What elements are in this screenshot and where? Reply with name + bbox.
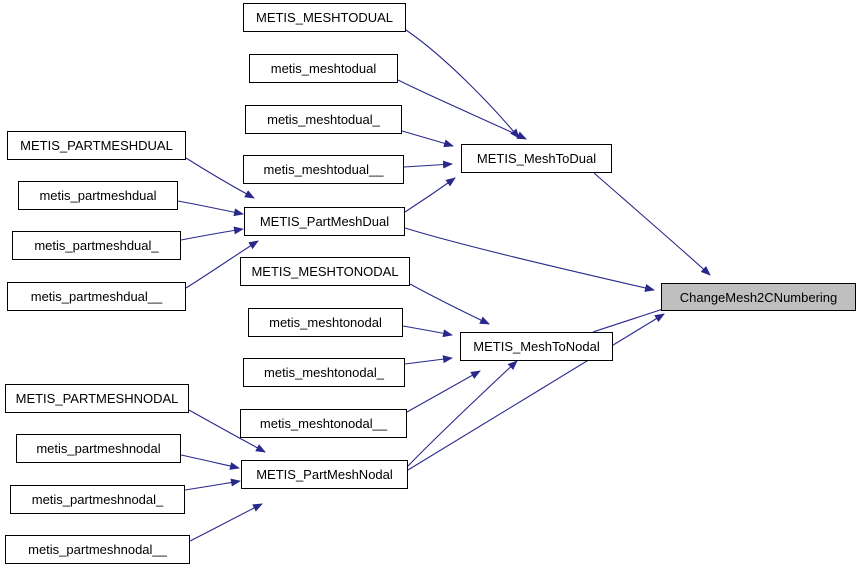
graph-node-label: metis_partmeshnodal_	[31, 492, 164, 507]
graph-node-label: metis_partmeshnodal__	[28, 542, 167, 557]
call-edge	[180, 226, 244, 241]
graph-node-metis_partmeshnodal_upper[interactable]: METIS_PARTMESHNODAL	[5, 384, 189, 413]
call-edge	[184, 478, 241, 491]
graph-node-metis_meshtodual_u[interactable]: metis_meshtodual_	[245, 105, 402, 134]
graph-node-metis_meshtodual_upper[interactable]: METIS_MESHTODUAL	[243, 3, 406, 32]
graph-node-label: metis_meshtodual__	[263, 162, 384, 177]
graph-node-label: metis_partmeshdual__	[30, 289, 163, 304]
graph-node-metis_partmeshdual_u[interactable]: metis_partmeshdual_	[12, 231, 181, 260]
graph-node-metis_meshtonodal[interactable]: metis_meshtonodal	[248, 308, 403, 337]
graph-node-label: metis_meshtodual_	[267, 112, 380, 127]
graph-node-metis_meshtodual_uu[interactable]: metis_meshtodual__	[243, 155, 404, 184]
graph-node-label: METIS_MESHTONODAL	[251, 264, 399, 279]
graph-node-label: METIS_PartMeshNodal	[256, 467, 393, 482]
graph-node-label: metis_meshtonodal__	[259, 416, 388, 431]
graph-node-label: ChangeMesh2CNumbering	[679, 289, 838, 305]
graph-node-label: METIS_PARTMESHDUAL	[20, 138, 173, 153]
graph-node-metis_partmeshdual[interactable]: metis_partmeshdual	[18, 181, 178, 210]
graph-node-metis_partmeshdual_uu[interactable]: metis_partmeshdual__	[7, 282, 186, 311]
call-edge	[180, 454, 240, 470]
call-edge	[401, 130, 454, 148]
graph-node-label: metis_meshtonodal	[269, 315, 382, 330]
call-edge	[409, 283, 490, 325]
graph-node-metis_meshtonodal[interactable]: METIS_MeshToNodal	[460, 332, 613, 361]
graph-node-metis_meshtonodal_u[interactable]: metis_meshtonodal_	[243, 358, 405, 387]
graph-node-metis_meshtodual[interactable]: METIS_MeshToDual	[461, 144, 612, 173]
graph-node-label: METIS_MeshToDual	[476, 151, 597, 166]
graph-node-metis_partmeshdual_upper[interactable]: METIS_PARTMESHDUAL	[7, 131, 186, 160]
graph-node-label: METIS_MeshToNodal	[473, 339, 600, 354]
call-edge	[593, 172, 711, 276]
call-edge	[405, 29, 520, 139]
call-edge	[404, 227, 655, 292]
graph-node-label: METIS_PartMeshDual	[259, 214, 390, 229]
graph-node-metis_partmeshnodal[interactable]: metis_partmeshnodal	[16, 434, 181, 463]
graph-node-metis_partmeshdual[interactable]: METIS_PartMeshDual	[244, 207, 405, 236]
graph-node-changemesh2cnumbering[interactable]: ChangeMesh2CNumbering	[661, 283, 856, 311]
graph-node-label: METIS_PARTMESHNODAL	[15, 391, 179, 406]
graph-node-label: metis_meshtodual	[270, 61, 377, 76]
call-edge	[397, 79, 527, 140]
call-edge	[189, 503, 263, 542]
graph-node-label: metis_partmeshnodal	[36, 441, 161, 456]
graph-node-metis_meshtonodal_upper[interactable]: METIS_MESHTONODAL	[240, 257, 410, 286]
call-edge	[402, 325, 453, 338]
graph-node-label: METIS_MESHTODUAL	[255, 10, 393, 25]
call-edge	[406, 370, 481, 413]
graph-node-label: metis_partmeshdual	[39, 188, 157, 203]
graph-node-metis_meshtodual[interactable]: metis_meshtodual	[249, 54, 398, 83]
graph-node-metis_partmeshnodal_uu[interactable]: metis_partmeshnodal__	[5, 535, 190, 564]
graph-node-metis_partmeshnodal_u[interactable]: metis_partmeshnodal_	[10, 485, 185, 514]
call-edge	[403, 160, 453, 169]
call-edge	[407, 360, 518, 467]
call-edge	[177, 200, 244, 217]
graph-node-metis_partmeshnodal[interactable]: METIS_PartMeshNodal	[241, 460, 408, 489]
graph-node-metis_meshtonodal_uu[interactable]: metis_meshtonodal__	[240, 409, 407, 438]
call-edge	[404, 355, 453, 365]
graph-node-label: metis_partmeshdual_	[34, 238, 159, 253]
graph-node-label: metis_meshtonodal_	[264, 365, 384, 380]
call-edge	[404, 177, 456, 213]
